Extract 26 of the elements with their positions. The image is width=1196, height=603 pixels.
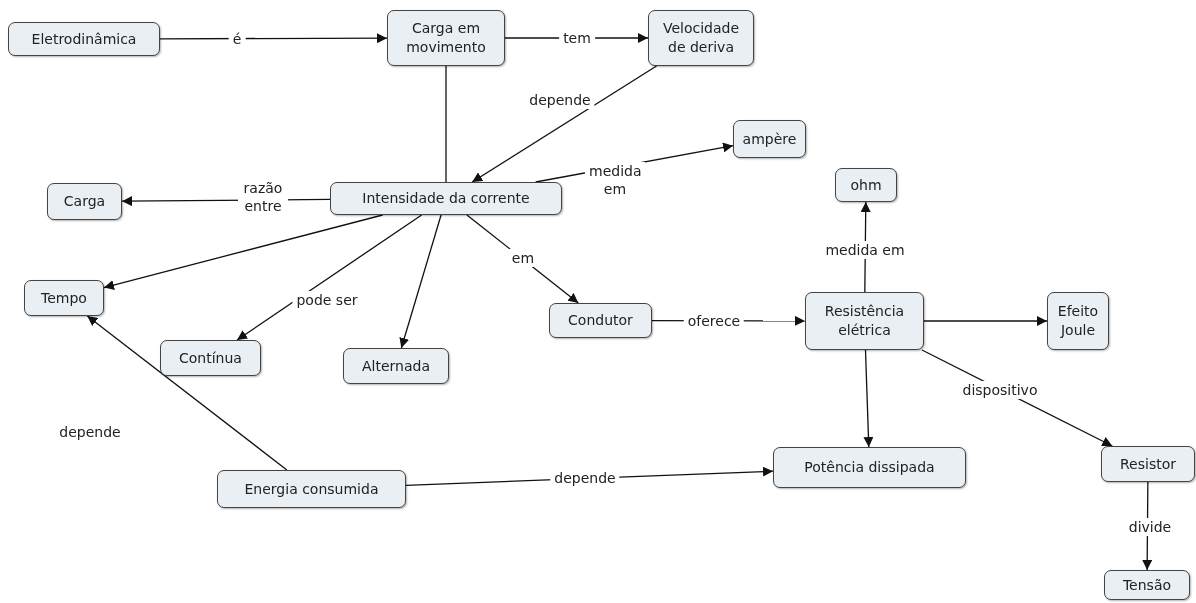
- concept-box: Efeito Joule: [1047, 292, 1109, 350]
- concept-box: Potência dissipada: [773, 447, 966, 488]
- concept-box: Energia consumida: [217, 470, 406, 508]
- concept-box: ampère: [733, 120, 806, 158]
- arrow: [103, 214, 384, 290]
- concept-box: Alternada: [343, 348, 449, 384]
- concept-box: Contínua: [160, 340, 261, 376]
- arrow: [86, 315, 288, 471]
- concept-box: ohm: [835, 168, 897, 202]
- arrow: [159, 33, 388, 44]
- edge-label: depende: [550, 469, 620, 487]
- concept-box: Velocidade de deriva: [648, 10, 754, 66]
- concept-box: Tensão: [1104, 570, 1190, 600]
- arrow: [863, 349, 874, 448]
- concept-box: Carga em movimento: [387, 10, 505, 66]
- concept-box: Resistor: [1101, 446, 1195, 482]
- concept-box: Intensidade da corrente: [330, 182, 562, 215]
- concept-box: Eletrodinâmica: [8, 22, 160, 56]
- concept-box: Resistência elétrica: [805, 292, 924, 350]
- concept-box: Tempo: [24, 280, 104, 316]
- arrow: [399, 214, 442, 349]
- arrow: [923, 316, 1048, 326]
- arrow: [471, 65, 658, 183]
- concept-box: Condutor: [549, 303, 652, 338]
- arrow: [236, 214, 423, 341]
- concept-box: Carga: [47, 183, 122, 220]
